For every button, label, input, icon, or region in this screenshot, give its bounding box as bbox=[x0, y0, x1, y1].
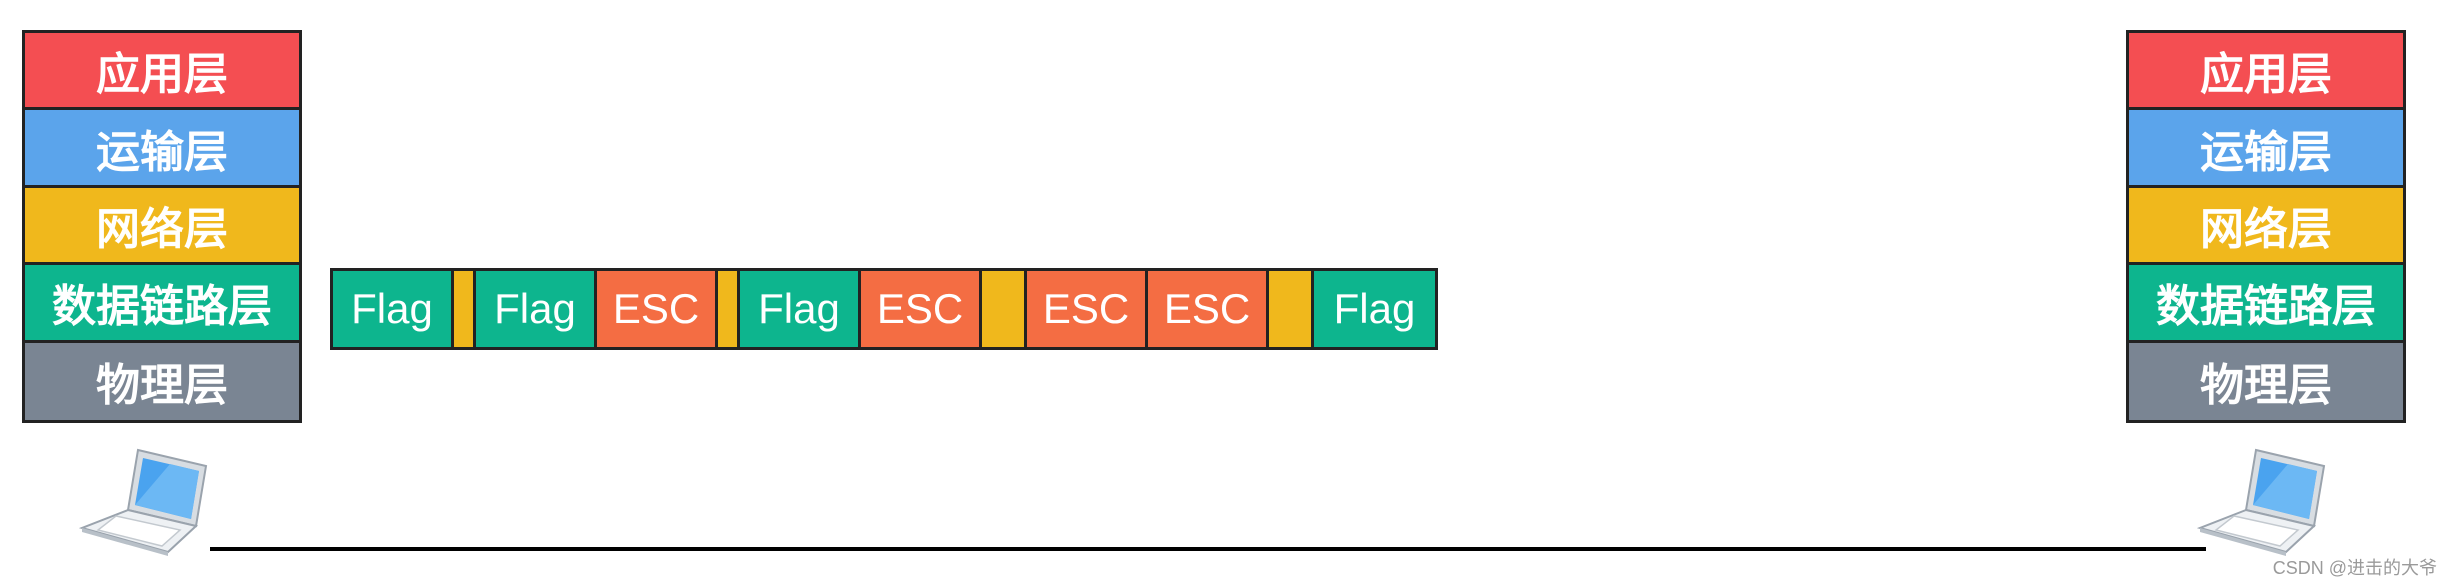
frame-data-segment bbox=[718, 271, 740, 347]
frame-data-segment bbox=[1269, 271, 1314, 347]
right-protocol-stack: 应用层 运输层 网络层 数据链路层 物理层 bbox=[2126, 30, 2406, 423]
frame-esc-inserted: ESC bbox=[861, 271, 982, 347]
frame-esc-inserted: ESC bbox=[1027, 271, 1148, 347]
left-protocol-stack: 应用层 运输层 网络层 数据链路层 物理层 bbox=[22, 30, 302, 423]
layer-application: 应用层 bbox=[25, 33, 299, 111]
frame-flag-in-data: Flag bbox=[476, 271, 597, 347]
frame-data-segment bbox=[454, 271, 476, 347]
frame-flag-end: Flag bbox=[1314, 271, 1435, 347]
layer-physical: 物理层 bbox=[2129, 342, 2403, 420]
frame-esc-inserted: ESC bbox=[597, 271, 718, 347]
frame-data-segment bbox=[982, 271, 1027, 347]
frame-flag-start: Flag bbox=[333, 271, 454, 347]
layer-network: 网络层 bbox=[2129, 187, 2403, 266]
layer-network: 网络层 bbox=[25, 187, 299, 266]
csdn-watermark: CSDN @进击的大爷 bbox=[2272, 558, 2437, 578]
layer-datalink: 数据链路层 bbox=[25, 265, 299, 343]
laptop-icon bbox=[2196, 448, 2326, 556]
frame-flag-in-data: Flag bbox=[740, 271, 861, 347]
laptop-icon bbox=[78, 448, 208, 556]
layer-datalink: 数据链路层 bbox=[2129, 265, 2403, 343]
byte-stuffed-frame: Flag Flag ESC Flag ESC ESC ESC Flag bbox=[330, 268, 1438, 350]
layer-transport: 运输层 bbox=[25, 110, 299, 188]
layer-application: 应用层 bbox=[2129, 33, 2403, 111]
frame-esc-in-data: ESC bbox=[1148, 271, 1269, 347]
layer-physical: 物理层 bbox=[25, 342, 299, 420]
physical-link-line bbox=[210, 547, 2206, 551]
layer-transport: 运输层 bbox=[2129, 110, 2403, 188]
